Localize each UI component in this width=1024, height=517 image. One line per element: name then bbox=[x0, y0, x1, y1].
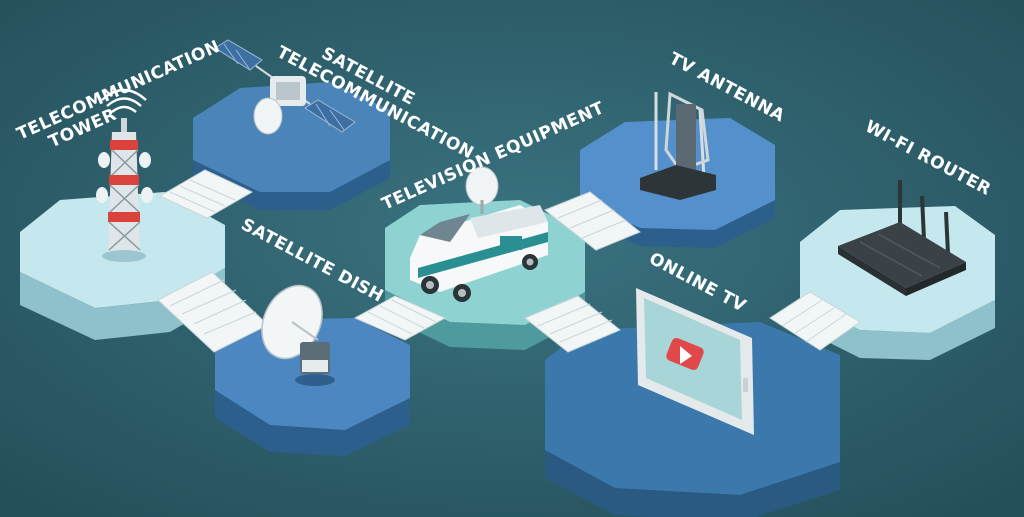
stairs-tvequipment-to-antenna bbox=[544, 191, 641, 251]
stairs-tower-to-dish bbox=[157, 271, 269, 353]
radio-tower-icon bbox=[96, 88, 153, 262]
stairs-tvequipment-to-onlinetv bbox=[524, 295, 621, 353]
wifi-router-icon bbox=[838, 180, 966, 296]
stairs-onlinetv-to-router bbox=[769, 291, 861, 351]
tablet-play-icon bbox=[636, 288, 754, 435]
platform-online-tv bbox=[545, 322, 840, 517]
satellite-dish-icon bbox=[261, 284, 335, 386]
tv-van-icon bbox=[410, 166, 548, 302]
satellite-icon bbox=[214, 39, 356, 135]
tv-antenna-icon bbox=[640, 91, 716, 200]
stairs-dish-to-tvequipment bbox=[353, 295, 447, 341]
stairs-tower-to-satellite bbox=[158, 169, 254, 219]
